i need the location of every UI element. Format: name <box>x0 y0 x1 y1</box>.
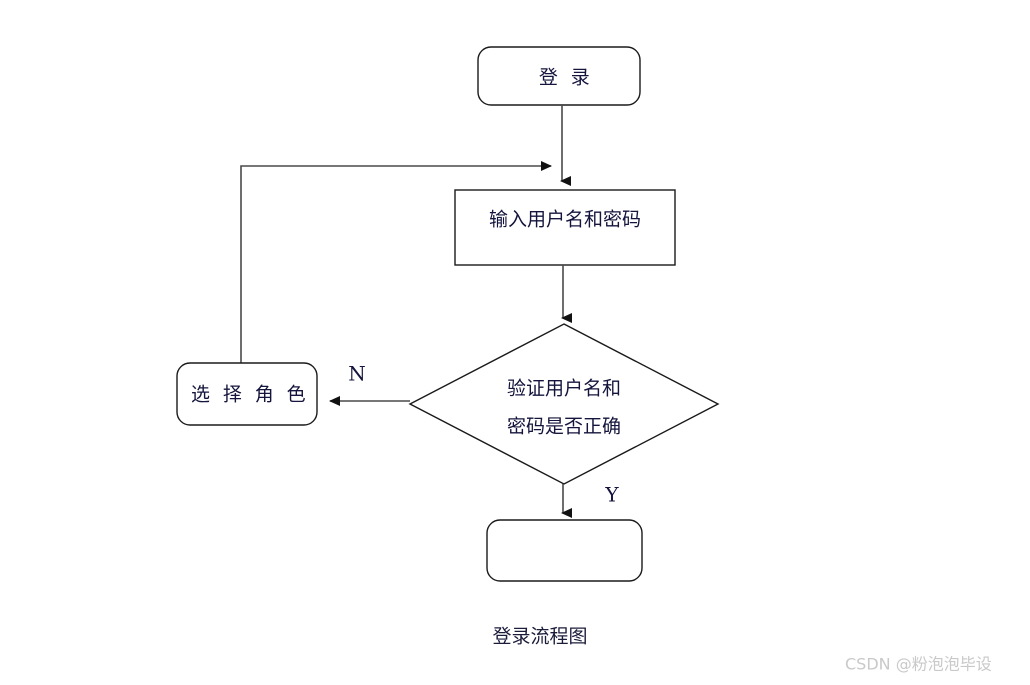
node-input-credentials[interactable]: 输入用户名和密码 <box>454 189 676 266</box>
edge-select-role-to-input <box>240 161 552 363</box>
node-verify-decision-shape <box>408 323 720 485</box>
node-verify-decision[interactable]: 验证用户名和 密码是否正确 <box>408 323 720 485</box>
node-start-shape <box>477 46 641 106</box>
branch-label-yes: Y <box>604 483 619 507</box>
node-select-role-label: 选 择 角 色 <box>191 384 309 406</box>
branch-label-no: N <box>348 362 366 386</box>
edge-verify-to-select-role: N <box>329 362 410 406</box>
node-end[interactable] <box>486 519 643 582</box>
node-start-label: 登 录 <box>539 67 593 89</box>
node-end-shape <box>486 519 643 582</box>
node-select-role-shape <box>176 362 318 426</box>
node-verify-decision-label-line1: 验证用户名和 <box>507 378 621 400</box>
node-input-credentials-label: 输入用户名和密码 <box>489 209 641 231</box>
edge-verify-to-end: Y <box>561 483 619 518</box>
node-start[interactable]: 登 录 <box>477 46 641 106</box>
edge-select-role-to-input-path <box>240 161 552 363</box>
watermark-label: CSDN @粉泡泡毕设 <box>845 655 992 674</box>
node-verify-decision-label-line2: 密码是否正确 <box>507 416 621 438</box>
node-select-role[interactable]: 选 择 角 色 <box>176 362 318 426</box>
node-input-credentials-shape <box>454 189 676 266</box>
diagram-caption: 登录流程图 <box>492 626 587 648</box>
